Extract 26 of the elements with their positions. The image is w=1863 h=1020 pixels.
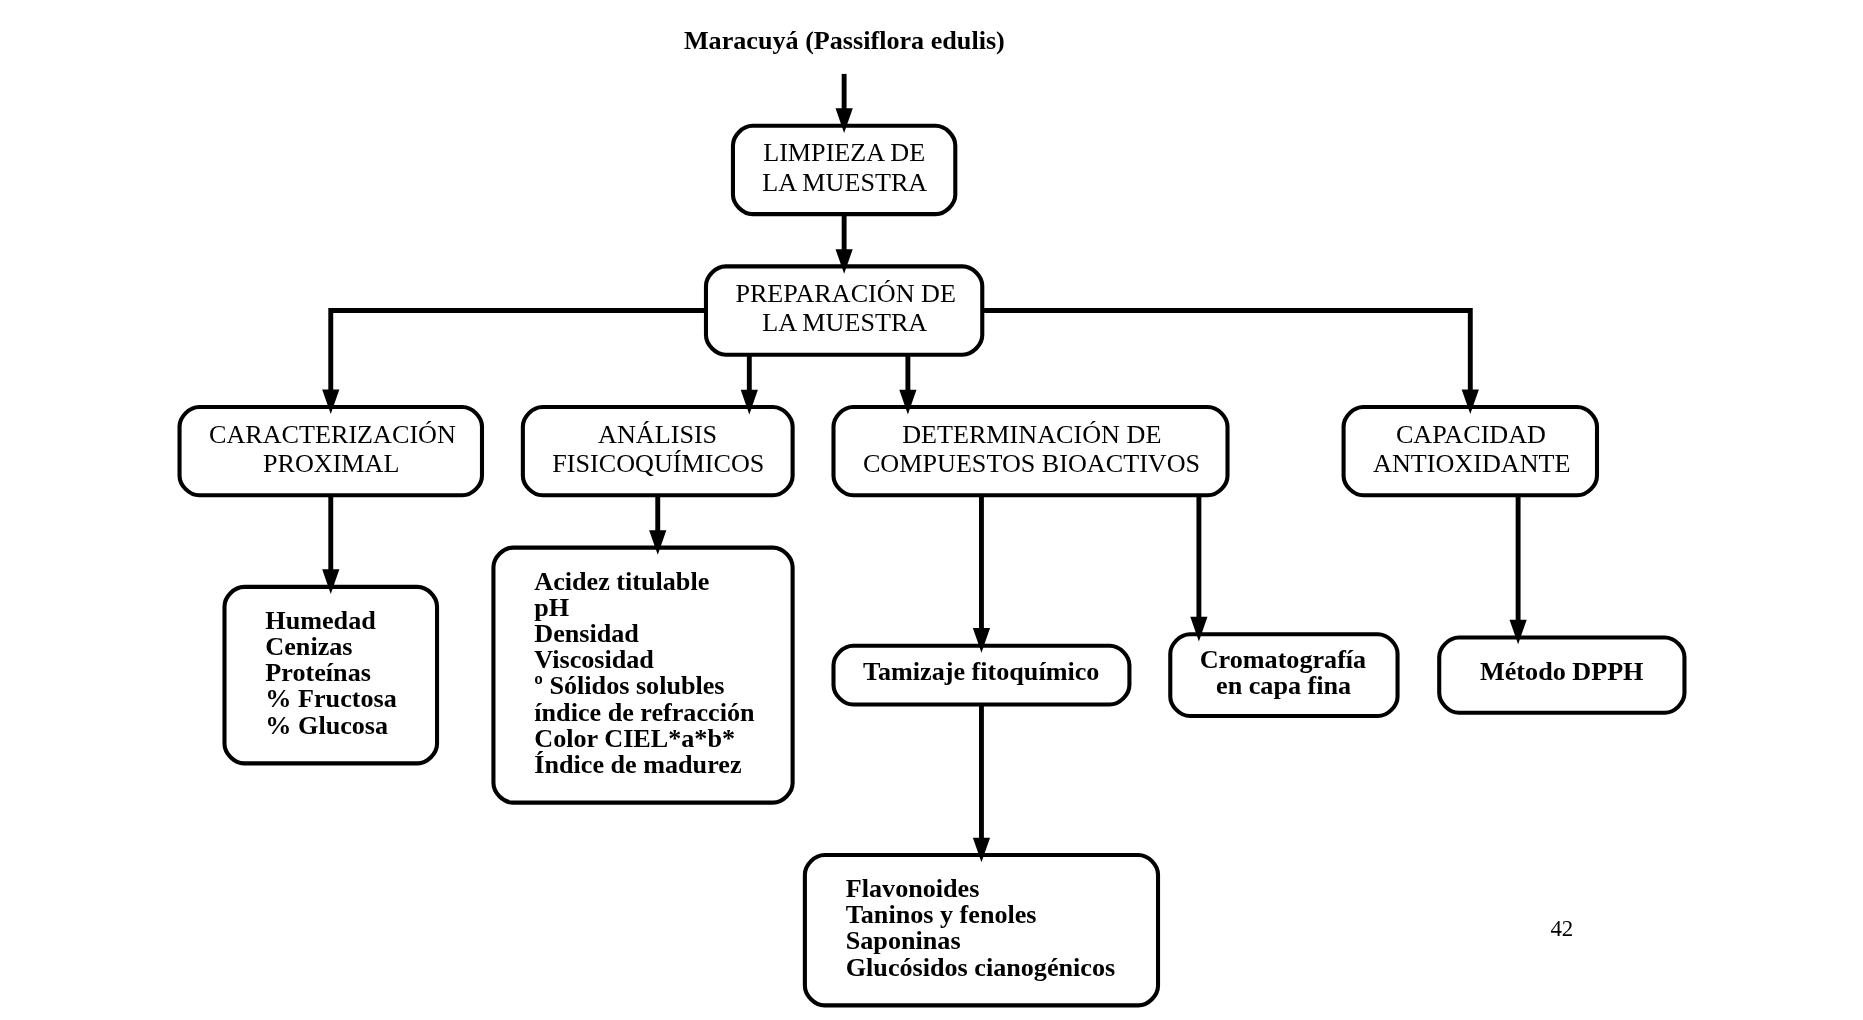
arrow <box>1509 495 1527 645</box>
label: 42 <box>1549 916 1573 942</box>
node-box: CARACTERIZACIÓN PROXIMAL <box>177 404 484 498</box>
node-box: DETERMINACIÓN DE COMPUESTOS BIOACTIVOS <box>830 404 1230 498</box>
node-box: LIMPIEZA DE LA MUESTRA <box>730 123 957 217</box>
arrow <box>740 355 758 415</box>
node-box: Cromatografía en capa fina <box>1167 632 1400 719</box>
arrow <box>648 495 666 555</box>
node-box: Tamizaje fitoquímico <box>830 643 1131 707</box>
node-box: ANÁLISIS FISICOQUÍMICOS <box>520 404 795 498</box>
node-box: Flavonoides Taninos y fenoles Saponinas Glucósidos cianogénicos <box>802 852 1160 1008</box>
node-box: Humedad Cenizas Proteínas % Fructosa % Glucosa <box>221 584 439 766</box>
node-box: Método DPPH <box>1436 635 1686 715</box>
arrow <box>972 495 990 653</box>
node-box: Acidez titulable pH Densidad Viscosidad º Sólidos solubles índice de refracción Color CIEL*a*b* Índice de madurez <box>490 545 795 805</box>
arrow <box>981 308 1479 415</box>
node-box: CAPACIDAD ANTIOXIDANTE <box>1341 404 1599 498</box>
node-text: Maracuyá (Passiflora edulis) <box>683 25 1005 55</box>
arrow <box>1189 495 1207 642</box>
node-box: PREPARACIÓN DE LA MUESTRA <box>703 264 984 357</box>
arrow <box>321 495 339 594</box>
arrow <box>835 73 853 133</box>
arrow <box>835 214 853 274</box>
arrow <box>321 308 706 415</box>
arrow <box>898 355 916 415</box>
arrow <box>972 704 990 863</box>
